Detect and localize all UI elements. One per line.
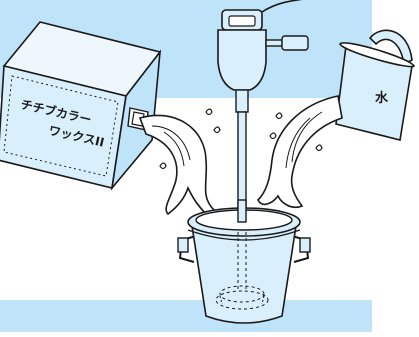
water-pitcher-icon: 水 (336, 30, 414, 140)
wax-pour-stream (140, 109, 220, 218)
bottom-background-band (0, 300, 372, 332)
water-pour-stream (258, 96, 342, 207)
water-pitcher-label: 水 (375, 90, 389, 106)
mixer-shaft-top (238, 200, 246, 222)
wax-can-icon: チチブカラー ワックスII (0, 22, 160, 188)
